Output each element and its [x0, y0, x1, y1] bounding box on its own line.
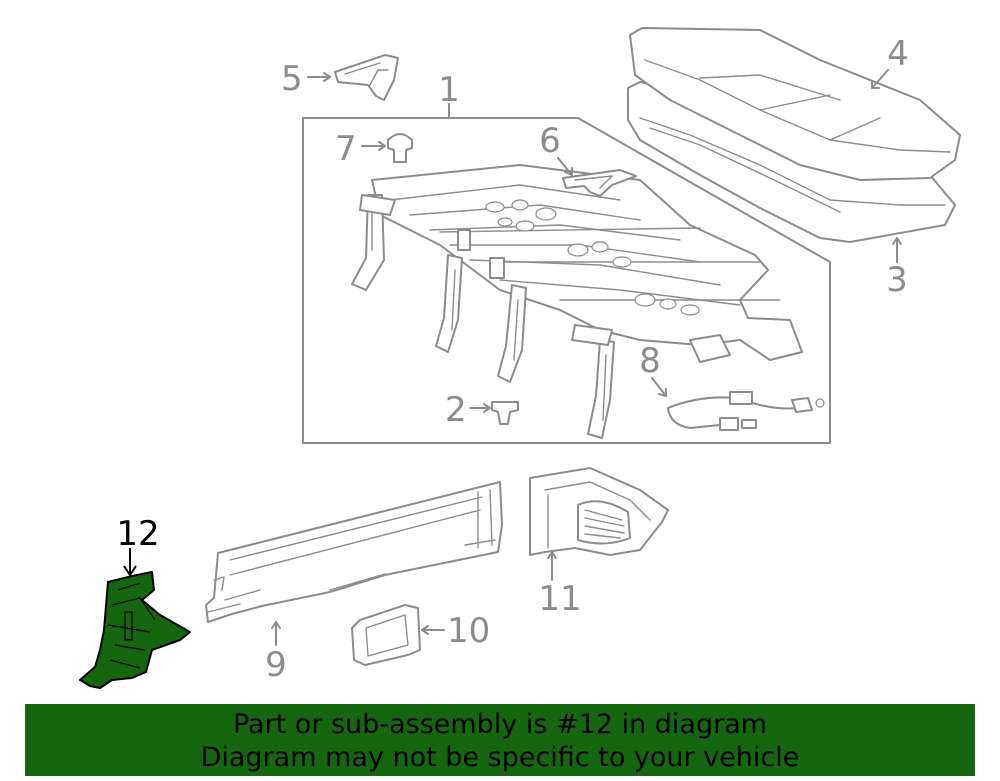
- callout-6[interactable]: 6: [539, 121, 561, 161]
- part-1-seat-frame-group[interactable]: [302, 103, 831, 444]
- assembly-box: [302, 117, 831, 444]
- info-banner: Part or sub-assembly is #12 in diagram D…: [25, 704, 975, 776]
- part-4-seat-cushion-upper[interactable]: [629, 27, 961, 181]
- part-7-push-clip[interactable]: [361, 133, 413, 163]
- part-3-seat-cushion-lower[interactable]: [627, 81, 956, 263]
- callout-8[interactable]: 8: [639, 341, 661, 381]
- part-10-cover[interactable]: [351, 604, 445, 666]
- callout-1[interactable]: 1: [438, 70, 460, 110]
- callout-10[interactable]: 10: [447, 611, 490, 651]
- part-9-trim-panel[interactable]: [205, 481, 503, 646]
- part-2-clip[interactable]: [469, 401, 519, 425]
- callout-11[interactable]: 11: [538, 579, 581, 619]
- callout-9[interactable]: 9: [265, 645, 287, 685]
- callout-3[interactable]: 3: [886, 260, 908, 300]
- banner-line-2: Diagram may not be specific to your vehi…: [200, 742, 800, 773]
- callout-5[interactable]: 5: [281, 59, 303, 99]
- callout-7[interactable]: 7: [335, 129, 357, 169]
- callout-12[interactable]: 12: [116, 514, 159, 554]
- part-12-highlighted-trim[interactable]: [79, 548, 191, 689]
- seat-frame-drawing: [351, 164, 803, 439]
- part-6-bracket[interactable]: [557, 157, 637, 197]
- callout-4[interactable]: 4: [887, 34, 909, 74]
- callout-2[interactable]: 2: [445, 390, 467, 430]
- part-5-bracket[interactable]: [307, 54, 399, 101]
- part-11-side-trim[interactable]: [529, 467, 669, 581]
- banner-line-1: Part or sub-assembly is #12 in diagram: [232, 709, 768, 740]
- part-8-wire-harness[interactable]: [651, 377, 825, 431]
